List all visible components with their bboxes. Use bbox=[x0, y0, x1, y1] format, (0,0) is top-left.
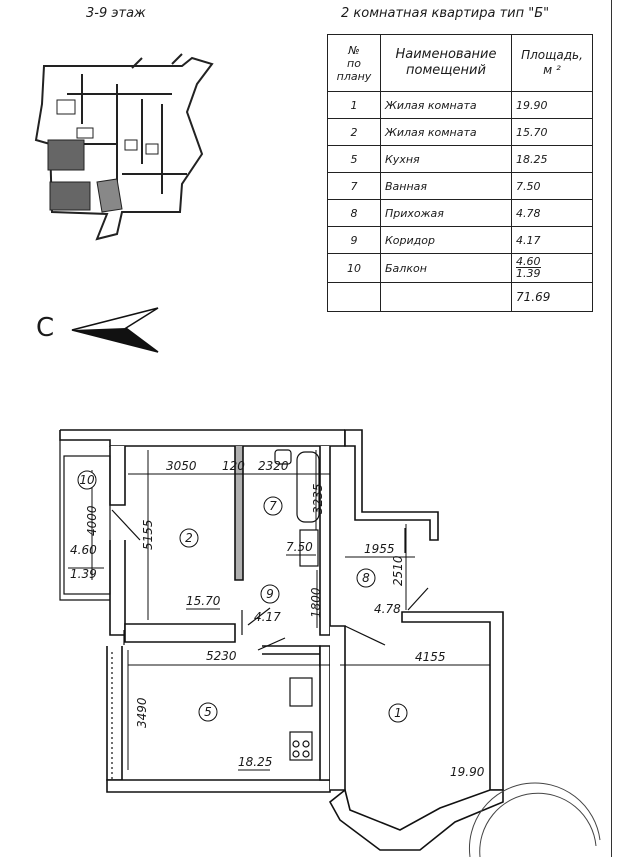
room-number-7: 7 bbox=[269, 499, 277, 513]
room-circle-7 bbox=[263, 496, 283, 516]
rooms-table: № по плану Наименование помещений Площад… bbox=[327, 34, 593, 312]
dim-4155: 4155 bbox=[415, 650, 446, 664]
north-label: С bbox=[36, 313, 55, 343]
dim-3235: 3235 bbox=[311, 483, 325, 514]
north-arrow-icon bbox=[71, 307, 159, 353]
dim-1955: 1955 bbox=[364, 542, 395, 556]
dim-4000: 4000 bbox=[85, 505, 99, 536]
area-1: 19.90 bbox=[450, 765, 485, 779]
room-circle-5 bbox=[198, 702, 218, 722]
room-number-1: 1 bbox=[394, 706, 402, 720]
room-number-9: 9 bbox=[266, 587, 274, 601]
room-circle-1 bbox=[388, 703, 408, 723]
balcony-area-fraction: 4.60 1.39 bbox=[516, 255, 541, 280]
area-10-top: 4.60 bbox=[70, 543, 97, 557]
dim-5155: 5155 bbox=[141, 519, 155, 550]
table-header-row: № по плану Наименование помещений Площад… bbox=[327, 34, 593, 92]
dim-2510: 2510 bbox=[391, 555, 405, 586]
key-plan-highlight-upper bbox=[47, 139, 85, 171]
area-9: 4.17 bbox=[254, 610, 281, 624]
apartment-floor-plan: 10 2 7 9 8 5 1 3050 120 2320 1955 5230 4… bbox=[59, 429, 601, 857]
apartment-title: 2 комнатная квартира тип "Б" bbox=[341, 6, 550, 21]
room-number-2: 2 bbox=[185, 531, 193, 545]
room-number-10: 10 bbox=[79, 473, 95, 487]
table-row: 1 Жилая комната 19.90 bbox=[327, 91, 593, 119]
area-5: 18.25 bbox=[238, 755, 272, 769]
room-number-5: 5 bbox=[204, 705, 212, 719]
table-row: 9 Коридор 4.17 bbox=[327, 226, 593, 254]
col-name-header: Наименование помещений bbox=[380, 34, 512, 92]
area-2: 15.70 bbox=[186, 594, 221, 608]
dim-120: 120 bbox=[222, 459, 245, 473]
table-row: 5 Кухня 18.25 bbox=[327, 145, 593, 173]
table-row: 7 Ванная 7.50 bbox=[327, 172, 593, 200]
dim-3490: 3490 bbox=[135, 697, 149, 728]
room-circle-10 bbox=[77, 470, 97, 490]
room-circle-9 bbox=[260, 584, 280, 604]
room-circle-2 bbox=[179, 528, 199, 548]
floor-label: 3-9 этаж bbox=[86, 6, 146, 21]
dim-1800: 1800 bbox=[309, 587, 323, 618]
table-row: 8 Прихожая 4.78 bbox=[327, 199, 593, 227]
dim-5230: 5230 bbox=[206, 649, 237, 663]
key-floor-plan bbox=[34, 53, 214, 241]
room-number-8: 8 bbox=[362, 571, 370, 585]
table-row-balcony: 10 Балкон 4.60 1.39 bbox=[327, 253, 593, 283]
sheet-border bbox=[611, 0, 612, 857]
area-8: 4.78 bbox=[374, 602, 401, 616]
area-10-bottom: 1.39 bbox=[70, 567, 97, 581]
area-7: 7.50 bbox=[286, 540, 313, 554]
key-plan-highlight-lower bbox=[49, 181, 91, 211]
dim-2320: 2320 bbox=[258, 459, 289, 473]
table-row: 2 Жилая комната 15.70 bbox=[327, 118, 593, 146]
col-area-header: Площадь, м ² bbox=[511, 34, 593, 92]
table-row-total: 71.69 bbox=[327, 282, 593, 312]
room-circle-8 bbox=[356, 568, 376, 588]
col-num-header: № по плану bbox=[327, 34, 381, 92]
dim-3050: 3050 bbox=[166, 459, 197, 473]
